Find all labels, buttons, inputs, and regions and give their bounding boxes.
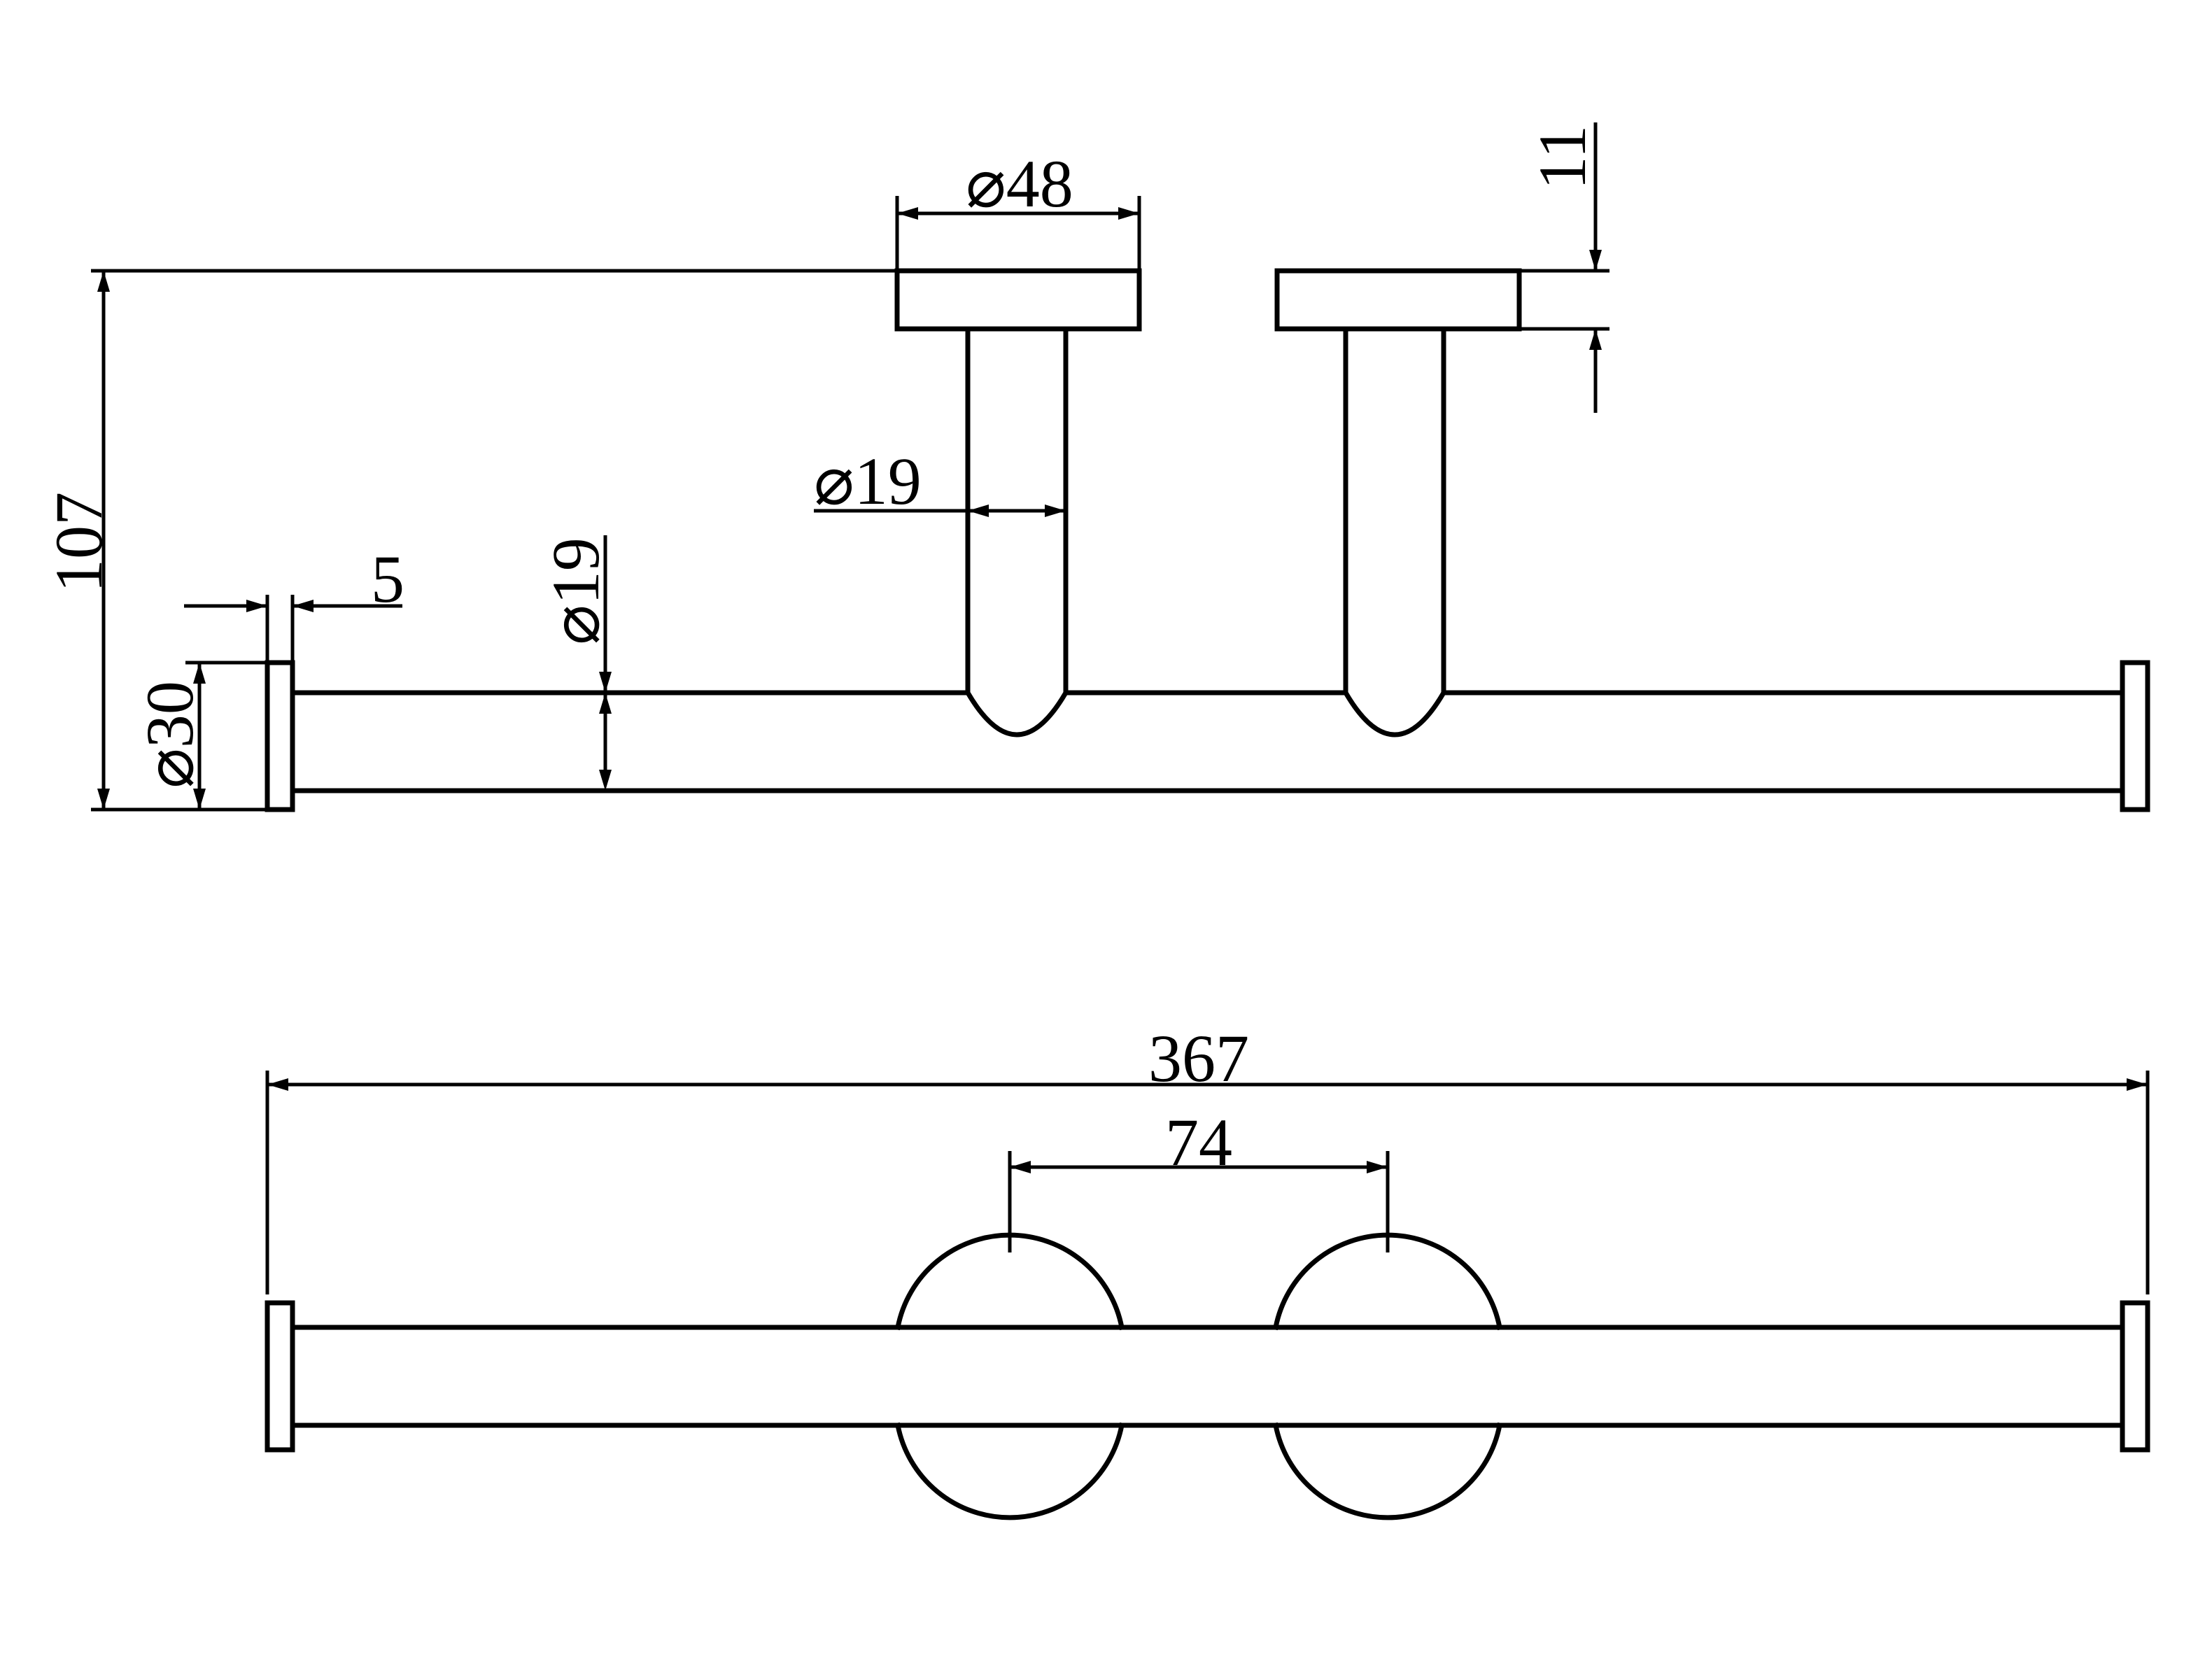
bar-diameter-label: ⌀19 xyxy=(538,537,613,645)
right-post xyxy=(1343,326,1446,737)
post-spacing-label: 74 xyxy=(1165,1105,1232,1180)
front-view-dimensions: 367 74 xyxy=(265,1021,2150,1294)
overall-height-label: 107 xyxy=(41,492,116,593)
base-thickness-label: 11 xyxy=(1525,125,1600,190)
left-post xyxy=(965,326,1069,737)
dim-overall-length: 367 xyxy=(265,1021,2150,1294)
right-wall-base xyxy=(1274,268,1522,332)
left-wall-base xyxy=(894,268,1142,332)
left-wall-disc xyxy=(894,1232,1125,1520)
front-view xyxy=(265,1232,2150,1520)
post-diameter-label: ⌀19 xyxy=(814,444,922,518)
end-cap-diameter-label: ⌀30 xyxy=(132,681,207,789)
dim-post-spacing: 74 xyxy=(1008,1105,1390,1252)
dim-bar-diameter: ⌀19 xyxy=(538,535,613,791)
right-end-cap xyxy=(2120,660,2150,812)
dim-base-diameter: ⌀48 xyxy=(895,146,1141,271)
dim-end-cap-diameter: ⌀30 xyxy=(132,661,267,810)
right-wall-disc xyxy=(1272,1232,1503,1520)
dim-post-diameter: ⌀19 xyxy=(814,444,1066,518)
bar-outline xyxy=(290,690,2125,793)
dim-overall-height: 107 xyxy=(41,269,897,812)
end-cap-thickness-label: 5 xyxy=(371,542,404,616)
side-view xyxy=(265,268,2150,812)
dim-base-thickness: 11 xyxy=(1519,122,1609,413)
overall-length-label: 367 xyxy=(1148,1021,1249,1096)
base-diameter-label: ⌀48 xyxy=(966,146,1073,221)
front-left-end-cap xyxy=(265,1300,295,1453)
front-right-end-cap xyxy=(2120,1300,2150,1453)
dim-end-cap-thickness: 5 xyxy=(184,542,404,663)
side-view-dimensions: ⌀48 11 ⌀19 107 xyxy=(41,122,1609,812)
left-end-cap xyxy=(265,660,295,812)
